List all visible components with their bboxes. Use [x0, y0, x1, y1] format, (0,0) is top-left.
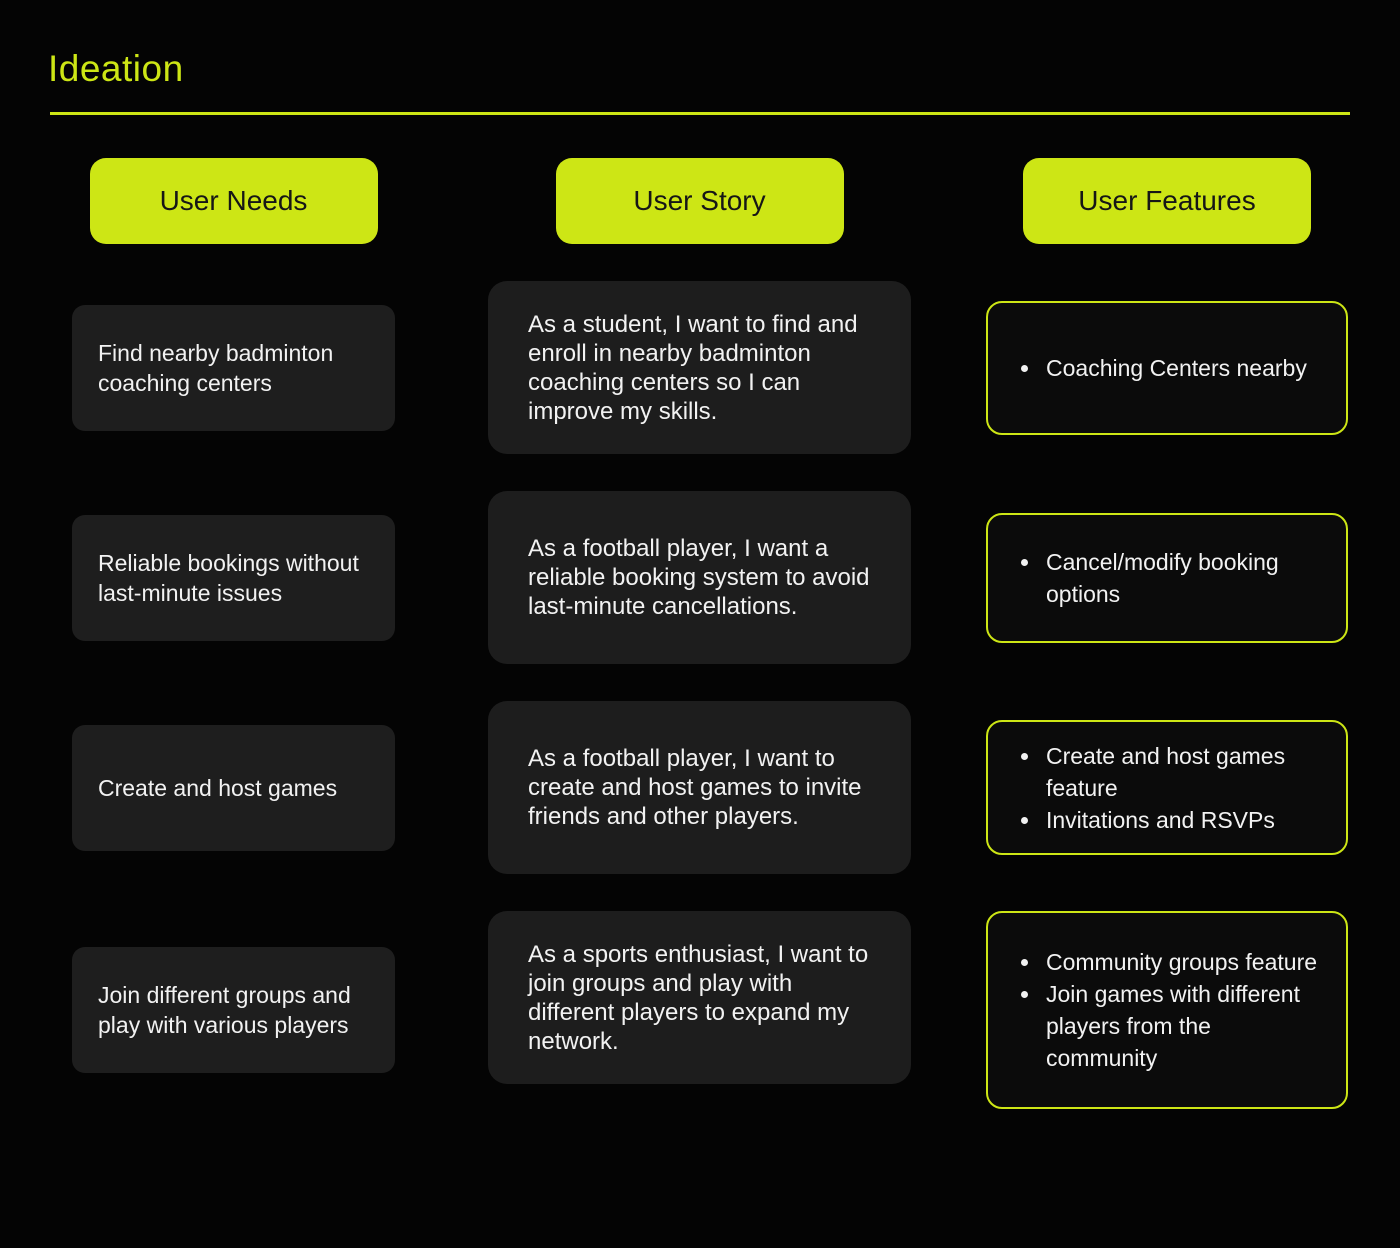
row-slot: As a sports enthusiast, I want to join g…	[488, 911, 911, 1109]
feature-card-2: Cancel/modify booking options	[986, 512, 1348, 643]
story-card-text: As a football player, I want a reliable …	[528, 535, 870, 620]
row-slot: As a student, I want to find and enroll …	[488, 281, 911, 455]
need-card-text: Find nearby badminton coaching centers	[98, 340, 334, 396]
row-slot: Community groups feature Join games with…	[986, 911, 1348, 1109]
story-card-text: As a football player, I want to create a…	[528, 745, 862, 830]
feature-bullet-list: Community groups feature Join games with…	[1016, 946, 1328, 1074]
row-slot: Join different groups and play with vari…	[72, 911, 395, 1109]
row-slot: As a football player, I want a reliable …	[488, 491, 911, 664]
feature-card-3: Create and host games feature Invitation…	[986, 720, 1348, 855]
feature-bullet: Invitations and RSVPs	[1042, 804, 1328, 836]
need-card-text: Reliable bookings without last-minute is…	[98, 549, 359, 606]
feature-bullet-list: Cancel/modify booking options	[1016, 546, 1328, 610]
column-header-wrap: User Features	[986, 158, 1348, 244]
story-card-text: As a sports enthusiast, I want to join g…	[528, 940, 869, 1055]
feature-card-1: Coaching Centers nearby	[986, 301, 1348, 435]
column-user-story: User Story As a student, I want to find …	[488, 158, 911, 1109]
row-slot: Create and host games	[72, 701, 395, 874]
row-slot: Coaching Centers nearby	[986, 281, 1348, 455]
feature-bullet-list: Create and host games feature Invitation…	[1016, 740, 1328, 836]
board-columns: User Needs Find nearby badminton coachin…	[72, 158, 1348, 1109]
feature-bullet-list: Coaching Centers nearby	[1016, 352, 1307, 384]
need-card-1: Find nearby badminton coaching centers	[72, 305, 395, 431]
column-user-features: User Features Coaching Centers nearby Ca…	[986, 158, 1348, 1109]
row-slot: Reliable bookings without last-minute is…	[72, 491, 395, 664]
feature-card-4: Community groups feature Join games with…	[986, 911, 1348, 1109]
feature-bullet: Cancel/modify booking options	[1042, 546, 1328, 610]
story-card-3: As a football player, I want to create a…	[488, 701, 911, 874]
need-card-text: Create and host games	[98, 774, 338, 801]
row-slot: Cancel/modify booking options	[986, 491, 1348, 664]
column-header-user-story: User Story	[555, 158, 844, 244]
row-slot: As a football player, I want to create a…	[488, 701, 911, 874]
need-card-3: Create and host games	[72, 724, 395, 851]
column-header-user-needs: User Needs	[89, 158, 378, 244]
need-card-2: Reliable bookings without last-minute is…	[72, 514, 395, 641]
need-card-4: Join different groups and play with vari…	[72, 947, 395, 1073]
feature-bullet: Join games with different players from t…	[1042, 978, 1328, 1074]
need-card-text: Join different groups and play with vari…	[98, 982, 351, 1038]
story-card-2: As a football player, I want a reliable …	[488, 491, 911, 664]
feature-bullet: Coaching Centers nearby	[1042, 352, 1307, 384]
column-header-wrap: User Needs	[72, 158, 395, 244]
story-card-text: As a student, I want to find and enroll …	[528, 310, 858, 425]
column-header-user-features: User Features	[1023, 158, 1311, 244]
story-card-4: As a sports enthusiast, I want to join g…	[488, 911, 911, 1084]
row-slot: Create and host games feature Invitation…	[986, 701, 1348, 874]
column-user-needs: User Needs Find nearby badminton coachin…	[72, 158, 395, 1109]
story-card-1: As a student, I want to find and enroll …	[488, 281, 911, 454]
title-underline	[50, 112, 1350, 115]
column-header-wrap: User Story	[488, 158, 911, 244]
feature-bullet: Create and host games feature	[1042, 740, 1328, 804]
feature-bullet: Community groups feature	[1042, 946, 1328, 978]
row-slot: Find nearby badminton coaching centers	[72, 281, 395, 455]
page-title: Ideation	[48, 48, 184, 89]
